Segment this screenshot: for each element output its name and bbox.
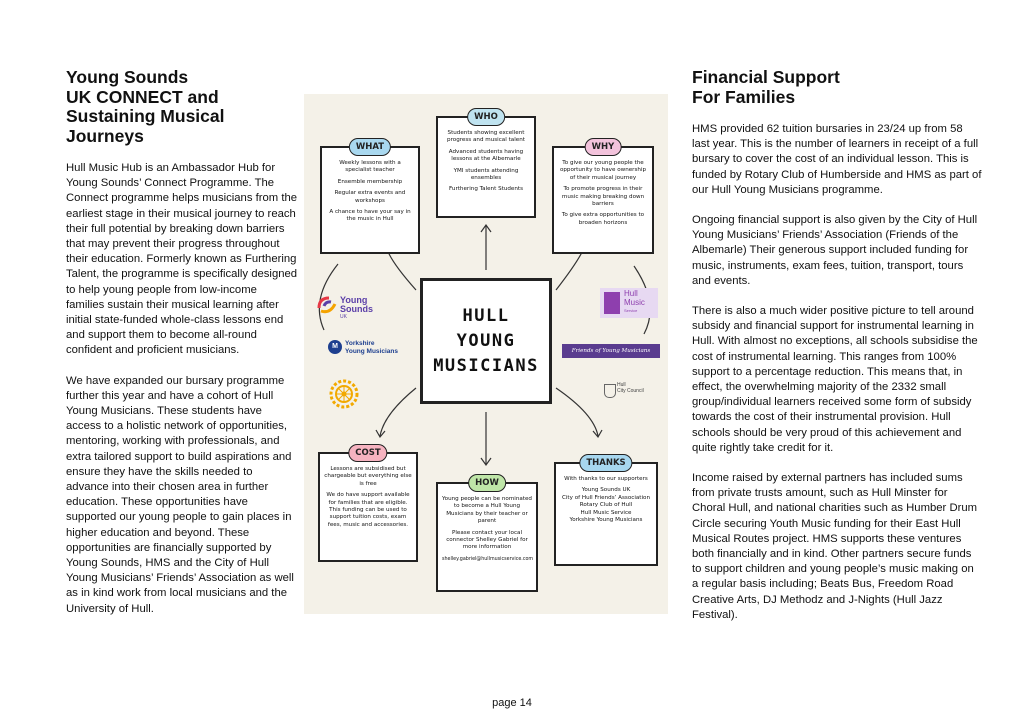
why-line-2: To promote progress in their music makin…	[561, 186, 645, 208]
rotary-logo	[328, 378, 360, 415]
hull-music-sub: Service	[624, 308, 638, 313]
right-paragraph-1: HMS provided 62 tuition bursaries in 23/…	[692, 123, 982, 196]
thanks-line-2: Young Sounds UK City of Hull Friends’ As…	[561, 487, 651, 524]
thanks-line-1: With thanks to our supporters	[564, 476, 648, 482]
cost-line-2: We do have support available for familie…	[326, 492, 410, 528]
who-tag: WHO	[467, 108, 505, 126]
friends-text: Friends of Young Musicians	[571, 348, 651, 354]
how-line-1: Young people can be nominated to become …	[442, 496, 532, 525]
why-line-1: To give our young people the opportunity…	[559, 160, 647, 181]
hull-young-musicians-poster: WHO Students showing excellent progress …	[304, 94, 668, 614]
who-line-1: Students showing excellent progress and …	[447, 130, 525, 144]
right-paragraph-2: Ongoing financial support is also given …	[692, 214, 978, 287]
who-line-3: YMI students attending ensembles	[453, 167, 519, 182]
yym-circle-icon: M	[328, 340, 342, 354]
right-heading: Financial Support For Families	[692, 67, 840, 107]
what-line-2: Ensemble membership	[337, 178, 403, 185]
young-sounds-text: Young Sounds	[340, 295, 373, 314]
why-line-3: To give extra opportunities to broaden h…	[561, 212, 645, 226]
friends-of-young-musicians-logo: Friends of Young Musicians	[562, 344, 660, 358]
why-tag: WHY	[584, 138, 622, 156]
what-line-3: Regular extra events and workshops	[334, 190, 406, 204]
how-tag: HOW	[468, 474, 506, 492]
young-sounds-sub: UK	[340, 314, 347, 320]
why-box: WHY To give our young people the opportu…	[552, 138, 654, 254]
what-box: WHAT Weekly lessons with a specialist te…	[320, 138, 420, 254]
what-tag: WHAT	[348, 138, 392, 156]
thanks-box: THANKS With thanks to our supporters You…	[554, 454, 658, 566]
cost-box: COST Lessons are subsidised but chargeab…	[318, 444, 418, 562]
hull-music-text: Hull Music	[624, 289, 645, 307]
left-heading: Young Sounds UK CONNECT and Sustaining M…	[66, 67, 225, 146]
hull-music-mark	[604, 292, 620, 314]
hull-city-text: Hull City Council	[617, 382, 644, 394]
yorkshire-text: Yorkshire Young Musicians	[345, 340, 398, 355]
thanks-tag: THANKS	[579, 454, 633, 472]
center-title: HULL YOUNG MUSICIANS	[420, 278, 552, 404]
right-paragraph-3: There is also a much wider positive pict…	[692, 305, 978, 454]
who-box: WHO Students showing excellent progress …	[436, 108, 536, 218]
who-line-2: Advanced students having lessons at the …	[448, 148, 524, 163]
cost-line-1: Lessons are subsidised but chargeable bu…	[324, 466, 412, 487]
council-crest-icon	[604, 384, 616, 398]
right-column: Financial Support For Families HMS provi…	[692, 67, 982, 638]
rotary-wheel-icon	[329, 379, 359, 409]
left-paragraph-2: We have expanded our bursary programme f…	[66, 374, 294, 615]
left-column: Young Sounds UK CONNECT and Sustaining M…	[66, 67, 298, 632]
hull-music-service-logo: Hull Music Service	[600, 288, 658, 318]
what-line-1: Weekly lessons with a specialist teacher	[339, 160, 401, 174]
who-line-4: Furthering Talent Students	[448, 186, 524, 193]
what-line-4: A chance to have your say in the music i…	[329, 209, 411, 223]
how-line-3: shelley.gabriel@hullmusicservice.com	[442, 556, 534, 562]
page-number: page 14	[492, 697, 532, 709]
right-paragraph-4: Income raised by external partners has i…	[692, 472, 978, 621]
how-box: HOW Young people can be nominated to bec…	[436, 474, 538, 592]
cost-tag: COST	[348, 444, 388, 462]
left-paragraph-1: Hull Music Hub is an Ambassador Hub for …	[66, 162, 298, 357]
young-sounds-icon	[317, 296, 337, 314]
how-line-2: Please contact your local connector Shel…	[446, 529, 528, 551]
